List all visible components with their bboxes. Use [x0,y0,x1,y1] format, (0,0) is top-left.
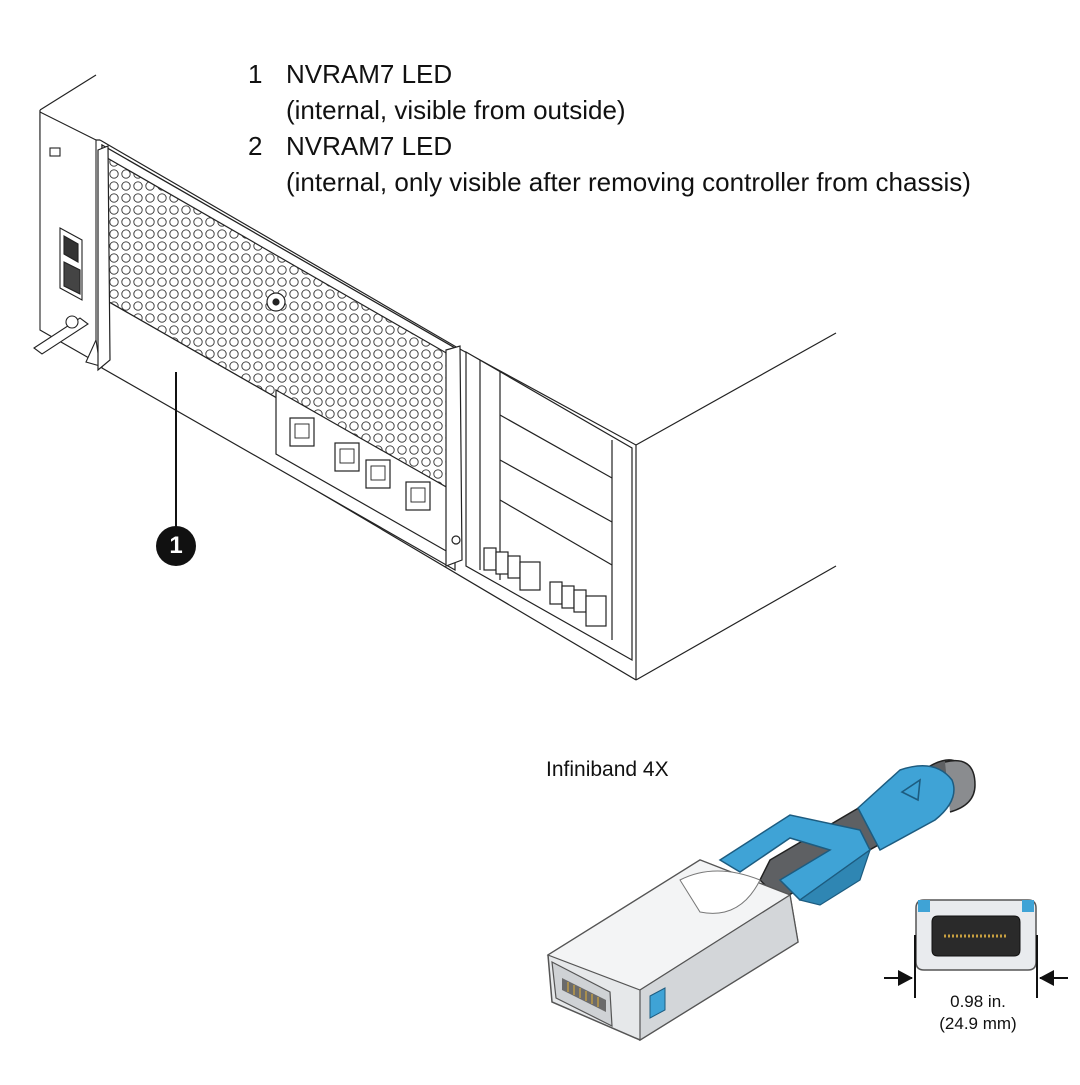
callout-number: 1 [169,532,183,559]
legend-title: NVRAM7 LED [286,131,453,161]
infiniband-cable [546,759,976,1042]
callout-badge [156,526,196,566]
legend-title: NVRAM7 LED [286,59,453,89]
expansion-slots [465,350,633,662]
cable-title: Infiniband 4X [546,758,669,781]
legend-item: 2 NVRAM7 LED [248,128,971,164]
dimension-mm: (24.9 mm) [939,1014,1017,1033]
legend-number: 2 [248,131,263,161]
legend-number: 1 [248,59,263,89]
power-supply-module [33,111,101,367]
legend-detail: (internal, only visible after removing c… [286,167,971,197]
legend-detail: (internal, visible from outside) [286,95,626,125]
dimension-label: 0.98 in. (24.9 mm) [918,991,1038,1035]
connector-end-view [884,899,1068,998]
dimension-inches: 0.98 in. [950,992,1006,1011]
legend-item: 1 NVRAM7 LED [248,56,971,92]
controller-panel [97,143,463,572]
legend: 1 NVRAM7 LED (internal, visible from out… [248,56,971,200]
